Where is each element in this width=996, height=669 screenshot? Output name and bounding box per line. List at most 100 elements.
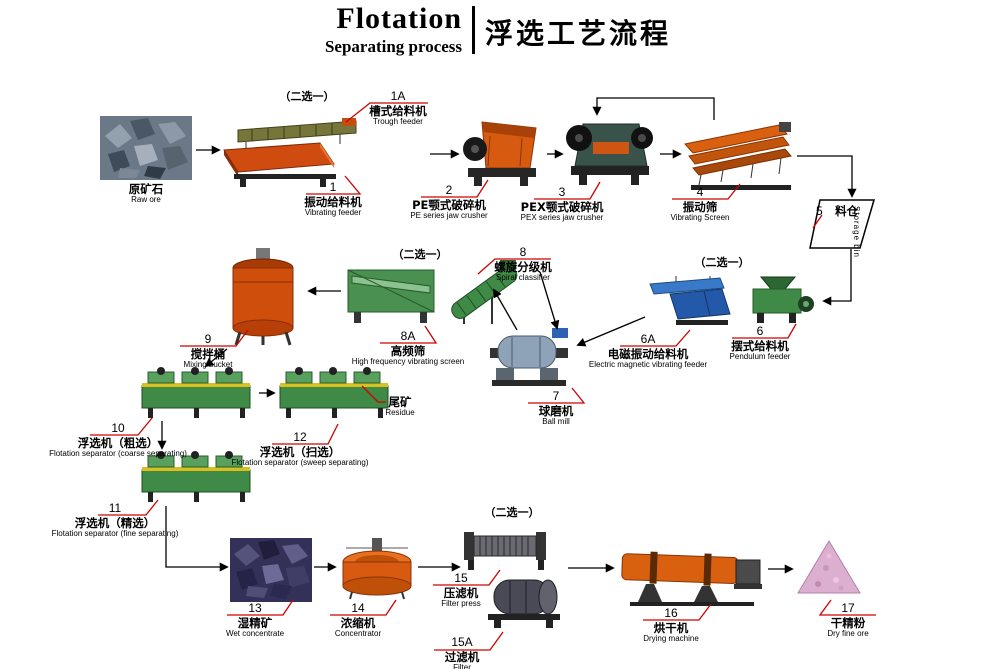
equip-name-zh: 振动给料机 (304, 195, 362, 209)
flotation-sweep-image (276, 366, 394, 420)
equip-name-zh: 干精粉 (830, 616, 866, 630)
equip-number: 15 (454, 571, 468, 585)
equip-name-zh: 高频筛 (390, 344, 426, 358)
equip-name-zh: 压滤机 (443, 586, 479, 600)
choice-note-screens: （二选一） (392, 248, 448, 261)
equip-number: 3 (558, 185, 566, 199)
equip-name-en: PE series jaw crusher (410, 211, 488, 220)
label-ball-mill: 7 球磨机 Ball mill (539, 390, 574, 427)
label-vibrating-screen: 4 振动筛 Vibrating Screen (671, 186, 730, 223)
equip-name-zh: 尾矿 (388, 395, 412, 409)
drum-filter-image (486, 574, 566, 628)
vibrating-screen-image (683, 120, 795, 194)
pendulum-feeder-image (745, 276, 815, 324)
equip-name-zh: 槽式给料机 (369, 104, 427, 118)
equip-name-en: Drying machine (643, 634, 699, 643)
equip-name-zh: 电磁振动给料机 (607, 347, 689, 361)
choice-note-filters: （二选一） (484, 506, 540, 519)
dry-fine-ore-image (796, 538, 862, 596)
label-filter-press: 15 压滤机 Filter press (441, 572, 481, 609)
label-spiral-classifier: 8 螺旋分级机 Spiral classifier (494, 246, 552, 283)
label-raw-ore: 原矿石 Raw ore (129, 183, 164, 205)
equip-name-zh: 浮选机（粗选） (77, 436, 159, 450)
label-dry-fine-ore: 17 干精粉 Dry fine ore (827, 602, 868, 639)
label-flotation-fine: 11 浮选机（精选） Flotation separator (fine sep… (52, 502, 179, 539)
equip-name-en: PEX series jaw crusher (520, 213, 604, 222)
equip-name-zh: 料仓 (835, 204, 859, 218)
label-storage-bin: 5 料仓 (816, 202, 858, 220)
equip-name-zh: 浮选机（扫选） (259, 445, 341, 459)
equip-number: 12 (293, 430, 307, 444)
label-pex-crusher: 3 PEX颚式破碎机 PEX series jaw crusher (521, 186, 604, 223)
raw-ore-image (100, 116, 192, 180)
label-wet-concentrate: 13 湿精矿 Wet concentrate (226, 602, 284, 639)
pex-jaw-crusher-image (563, 116, 655, 188)
equip-name-en: Vibrating feeder (304, 208, 362, 217)
equip-name-zh: 过滤机 (444, 650, 480, 664)
equip-number: 17 (841, 601, 855, 615)
label-hf-screen: 8A 高频筛 High frequency vibrating screen (352, 330, 465, 367)
equip-name-en: Ball mill (542, 417, 570, 426)
wet-concentrate-image (230, 538, 312, 602)
equip-name-zh: 浮选机（精选） (74, 516, 156, 530)
equip-number: 8 (519, 245, 527, 259)
equip-name-en: Raw ore (131, 195, 161, 204)
equip-name-en: Filter press (441, 599, 481, 608)
equip-number: 10 (111, 421, 125, 435)
equip-number: 1 (329, 180, 337, 194)
label-em-feeder: 6A 电磁振动给料机 Electric magnetic vibrating f… (589, 333, 707, 370)
title-chinese: 浮选工艺流程 (485, 17, 672, 50)
equip-number: 6 (756, 324, 764, 338)
concentrator-image (338, 536, 416, 600)
equip-name-zh: PEX颚式破碎机 (520, 200, 604, 214)
filter-press-image (462, 524, 548, 572)
equip-name-en: Wet concentrate (225, 629, 285, 638)
equip-name-zh: 螺旋分级机 (494, 260, 552, 274)
equip-name-en: Trough feeder (373, 117, 423, 126)
equip-number: 6A (640, 332, 656, 346)
equip-name-en: Mixing bucket (183, 360, 233, 369)
title-english: Flotation Separating process (324, 2, 463, 56)
equip-name-zh: 振动筛 (682, 200, 718, 214)
equip-number: 2 (445, 183, 453, 197)
ball-mill-image (490, 324, 568, 388)
equip-number: 8A (400, 329, 416, 343)
page-title: Flotation Separating process 浮选工艺流程 (0, 2, 996, 56)
flotation-coarse-image (138, 366, 256, 420)
equip-name-en: Storage bin (852, 206, 861, 258)
title-en-sub: Separating process (324, 37, 463, 56)
equip-number: 11 (108, 501, 122, 515)
equip-number: 13 (248, 601, 262, 615)
equip-name-en: Pendulum feeder (729, 352, 791, 361)
equip-name-en: Flotation separator (coarse separating) (49, 449, 187, 458)
title-divider (472, 6, 476, 54)
drying-machine-image (616, 540, 766, 608)
equip-name-en: Residue (385, 408, 415, 417)
mixing-bucket-image (224, 248, 302, 346)
equip-name-en: Dry fine ore (827, 629, 869, 638)
title-en-main: Flotation (336, 2, 463, 35)
equip-number: 15A (451, 635, 473, 649)
equip-number: 5 (816, 204, 823, 218)
label-concentrator: 14 浓缩机 Concentrator (335, 602, 381, 639)
equip-number: 7 (552, 389, 560, 403)
equip-name-en: High frequency vibrating screen (351, 357, 465, 366)
feeder-combo-image (222, 118, 358, 188)
equip-name-zh: 烘干机 (653, 621, 689, 635)
label-flotation-coarse: 10 浮选机（粗选） Flotation separator (coarse s… (49, 422, 187, 459)
equip-name-zh: PE颚式破碎机 (412, 198, 486, 212)
equip-number: 14 (351, 601, 365, 615)
electromagnetic-feeder-image (648, 276, 740, 330)
high-frequency-screen-image (344, 260, 438, 324)
equip-number: 4 (696, 185, 704, 199)
equip-name-en: Flotation separator (fine separating) (51, 529, 179, 538)
equip-name-en: Flotation separator (sweep separating) (231, 458, 369, 467)
equip-name-en: Electric magnetic vibrating feeder (588, 360, 708, 369)
storage-bin-shape (808, 198, 876, 250)
equip-name-zh: 原矿石 (128, 182, 164, 196)
label-flotation-sweep: 12 浮选机（扫选） Flotation separator (sweep se… (232, 431, 369, 468)
label-pe-crusher: 2 PE颚式破碎机 PE series jaw crusher (410, 184, 487, 221)
label-trough-feeder: 1A 槽式给料机 Trough feeder (369, 90, 427, 127)
flotation-fine-image (138, 450, 256, 504)
